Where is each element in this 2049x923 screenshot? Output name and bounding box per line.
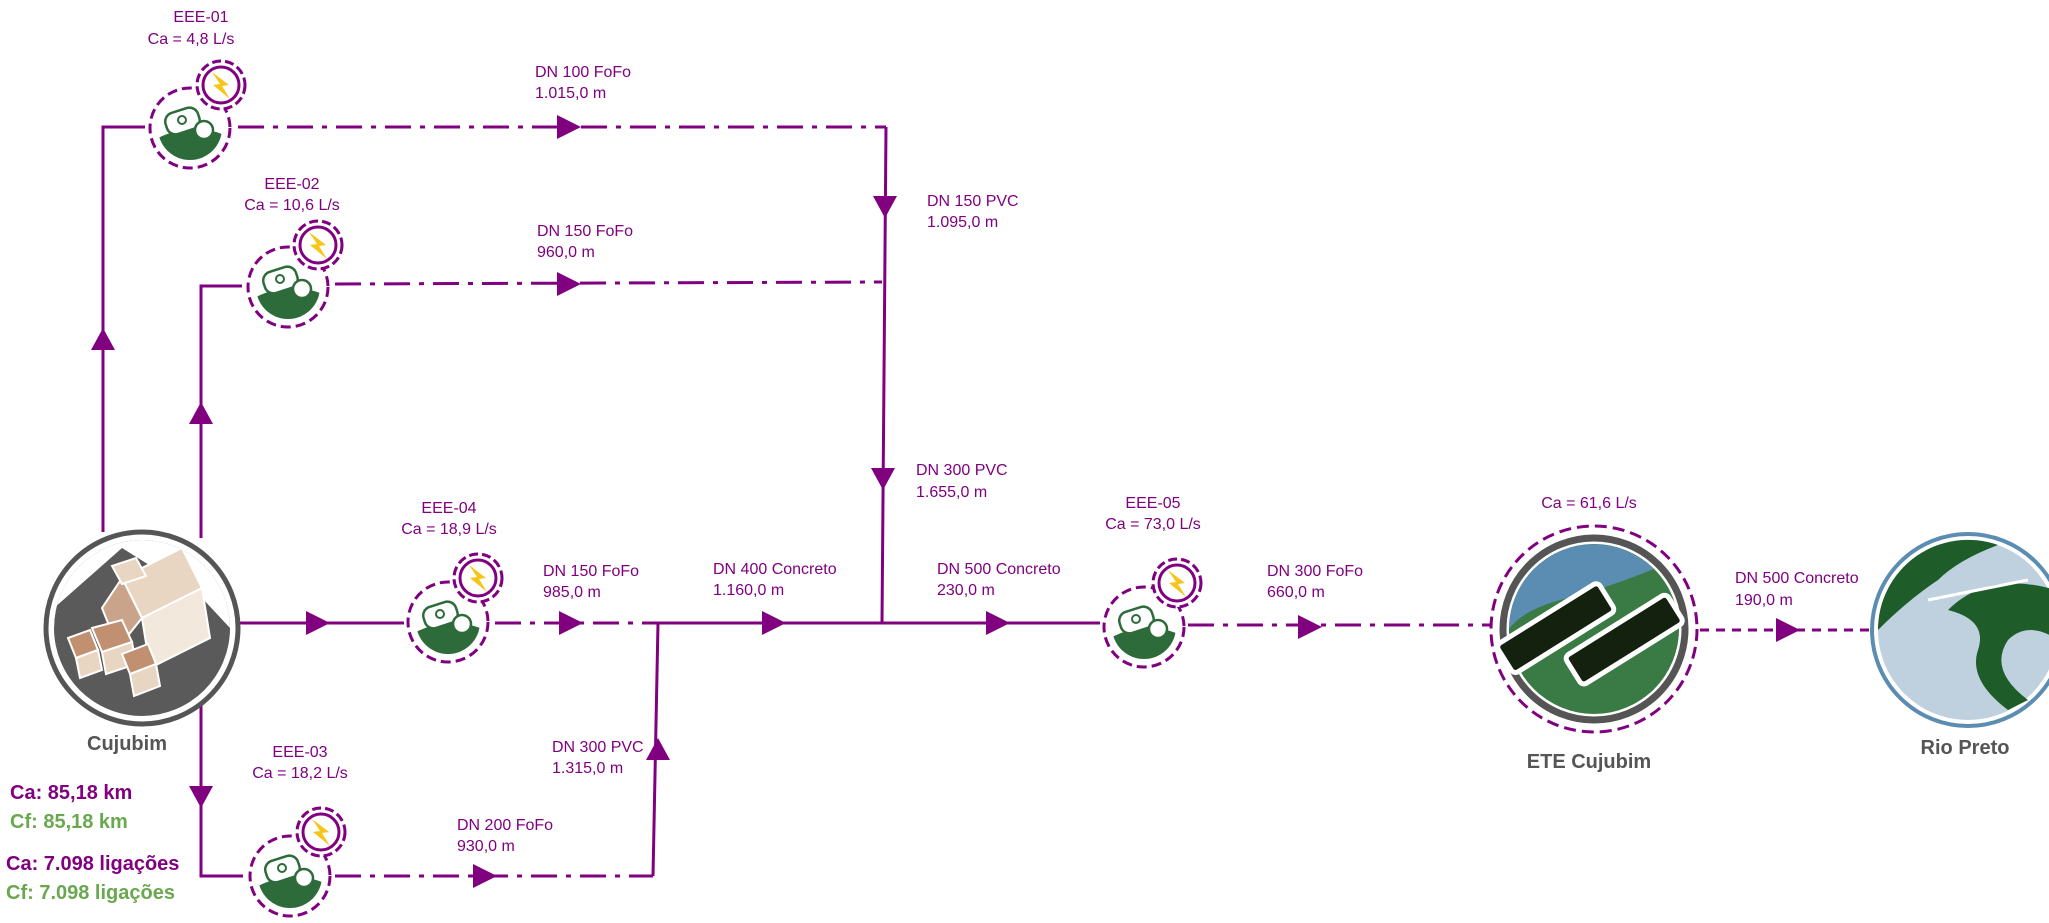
station-flow: Ca = 10,6 L/s xyxy=(244,197,340,214)
pipe-label-p4: DN 300 PVC 1.655,0 m xyxy=(916,462,1008,501)
station-name: EEE-05 xyxy=(1125,495,1180,512)
station-flow: Ca = 73,0 L/s xyxy=(1105,516,1201,533)
arrow-down-icon xyxy=(189,786,213,808)
pipe-label-p11: DN 200 FoFo 930,0 m xyxy=(457,817,553,855)
pipe-dn: DN 500 Concreto xyxy=(937,561,1061,578)
arrow-right-icon xyxy=(559,611,583,635)
power-bolt-icon xyxy=(295,806,347,858)
branch-eee03-line xyxy=(199,705,243,878)
branch-eee01-line xyxy=(101,125,145,532)
pipe-dn: DN 150 PVC xyxy=(927,193,1019,210)
pipe-dn: DN 200 FoFo xyxy=(457,817,553,834)
pipe-length: 660,0 m xyxy=(1267,584,1325,601)
power-bolt-icon xyxy=(1151,557,1203,609)
station-flow: Ca = 4,8 L/s xyxy=(148,31,235,48)
city-name: Cujubim xyxy=(87,733,167,755)
pipe-dn: DN 150 FoFo xyxy=(537,223,633,240)
pipe-label-p7: DN 500 Concreto 230,0 m xyxy=(937,561,1061,599)
pipe-label-p8: DN 300 FoFo 660,0 m xyxy=(1267,563,1363,601)
ete-name: ETE Cujubim xyxy=(1527,751,1651,773)
pipe-label-p9: DN 500 Concreto 190,0 m xyxy=(1735,570,1859,609)
pipe-length: 1.095,0 m xyxy=(927,214,998,231)
arrow-up-icon xyxy=(189,402,213,424)
pipe-length: 1.160,0 m xyxy=(713,582,784,599)
arrow-right-icon xyxy=(557,272,581,296)
pipe-dn: DN 300 FoFo xyxy=(1267,563,1363,580)
arrow-up-icon xyxy=(646,738,670,760)
station-name: EEE-04 xyxy=(421,500,476,517)
pipe-dn: DN 150 FoFo xyxy=(543,563,639,580)
pipe-dn: DN 300 PVC xyxy=(552,739,644,756)
power-bolt-icon xyxy=(292,219,344,271)
pipe-label-p10: DN 300 PVC 1.315,0 m xyxy=(552,739,644,777)
station-eee03: EEE-03 Ca = 18,2 L/s xyxy=(248,744,348,918)
summary-cf-connections: Cf: 7.098 ligações xyxy=(6,882,175,904)
river-name: Rio Preto xyxy=(1921,737,2010,759)
station-eee04: EEE-04 Ca = 18,9 L/s xyxy=(401,500,504,664)
station-flow: Ca = 18,9 L/s xyxy=(401,521,497,538)
station-flow: Ca = 18,2 L/s xyxy=(252,765,348,782)
pipe-label-p1: DN 100 FoFo 1.015,0 m xyxy=(535,64,631,102)
pipe-length: 960,0 m xyxy=(537,244,595,261)
pipe-label-p6: DN 400 Concreto 1.160,0 m xyxy=(713,561,837,599)
pipe-label-p5: DN 150 FoFo 985,0 m xyxy=(543,563,639,601)
pipe-dn: DN 500 Concreto xyxy=(1735,570,1859,587)
station-eee02: EEE-02 Ca = 10,6 L/s xyxy=(244,176,344,329)
ete-flow: Ca = 61,6 L/s xyxy=(1541,495,1637,512)
pipe-dn: DN 100 FoFo xyxy=(535,64,631,81)
arrow-right-icon xyxy=(762,611,786,635)
pipe-label-p3: DN 150 PVC 1.095,0 m xyxy=(927,193,1019,231)
pipe-length: 1.655,0 m xyxy=(916,484,987,501)
power-bolt-icon xyxy=(452,552,504,604)
station-name: EEE-03 xyxy=(272,744,327,761)
pipe-length: 985,0 m xyxy=(543,584,601,601)
arrow-right-icon xyxy=(557,115,581,139)
station-name: EEE-01 xyxy=(173,9,228,26)
pipe-length: 190,0 m xyxy=(1735,592,1793,609)
arrow-right-icon xyxy=(986,611,1010,635)
branch-eee02-line xyxy=(199,284,242,538)
summary-ca-connections: Ca: 7.098 ligações xyxy=(6,853,179,875)
arrow-right-icon xyxy=(306,611,330,635)
pipe-length: 930,0 m xyxy=(457,838,515,855)
summary-cf-km: Cf: 85,18 km xyxy=(10,811,128,833)
station-eee01: EEE-01 Ca = 4,8 L/s xyxy=(148,9,247,170)
pipe-dn: DN 400 Concreto xyxy=(713,561,837,578)
pipe-length: 1.315,0 m xyxy=(552,760,623,777)
pipe-label-p2: DN 150 FoFo 960,0 m xyxy=(537,223,633,261)
pipe-eee02-forcemain xyxy=(334,280,883,286)
treatment-plant-icon xyxy=(1489,524,1699,734)
station-eee05: EEE-05 Ca = 73,0 L/s xyxy=(1102,495,1203,669)
arrow-right-icon xyxy=(1776,618,1800,642)
river-icon xyxy=(1870,532,2049,728)
arrow-down-icon xyxy=(871,468,895,490)
flow-arrows xyxy=(91,115,1800,888)
power-bolt-icon xyxy=(195,59,247,111)
arrow-up-icon xyxy=(91,328,115,350)
pipe-length: 230,0 m xyxy=(937,582,995,599)
summary-ca-km: Ca: 85,18 km xyxy=(10,782,132,804)
station-name: EEE-02 xyxy=(264,176,319,193)
pipe-dn: DN 300 PVC xyxy=(916,462,1008,479)
arrow-right-icon xyxy=(1298,615,1322,639)
arrow-down-icon xyxy=(873,196,897,218)
city-icon xyxy=(43,529,241,727)
arrow-right-icon xyxy=(473,864,497,888)
pipe-length: 1.015,0 m xyxy=(535,85,606,102)
